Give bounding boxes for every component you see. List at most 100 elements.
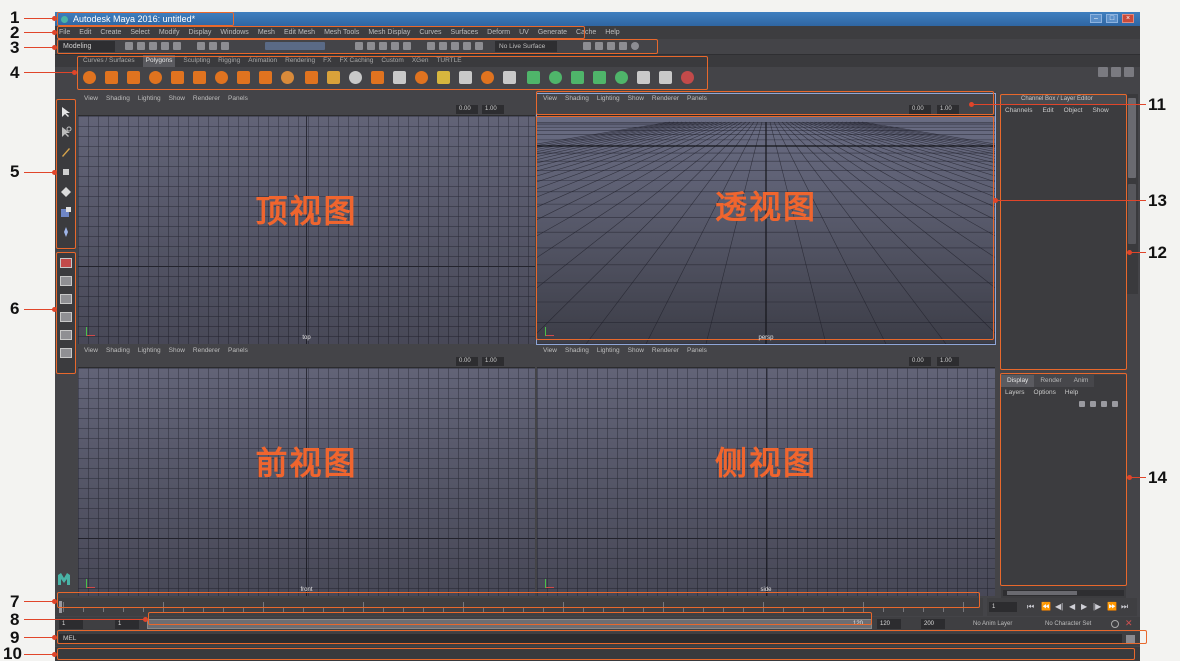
shelf-tool-icon[interactable]	[527, 71, 540, 84]
select-hierarchy-icon[interactable]	[197, 42, 205, 50]
workspace-panel-icon[interactable]	[1124, 67, 1134, 77]
top-viewport[interactable]: View Shading Lighting Show Renderer Pane…	[78, 94, 535, 344]
new-layer-selected-icon[interactable]	[1112, 401, 1118, 407]
shelf-tab-animation[interactable]: Animation	[248, 57, 278, 64]
shelf-tool-icon[interactable]	[637, 71, 650, 84]
viewport-canvas[interactable]: 透视图 persp	[537, 116, 995, 344]
panel-menu-shading[interactable]: Shading	[564, 95, 589, 102]
selection-mask-icon[interactable]	[265, 42, 325, 50]
select-component-icon[interactable]	[221, 42, 229, 50]
auto-key-icon[interactable]	[1111, 620, 1119, 628]
step-back-frame-button[interactable]: ◀|	[1055, 602, 1064, 611]
settings-gear-icon[interactable]	[631, 42, 639, 50]
playback-end-field[interactable]: 120	[877, 619, 901, 629]
shelf-tool-icon[interactable]	[305, 71, 318, 84]
persp-viewport[interactable]: View Shading Lighting Show Renderer Pane…	[536, 93, 996, 345]
panel-menu-view[interactable]: View	[543, 347, 557, 354]
layer-tab-display[interactable]: Display	[1001, 375, 1035, 387]
gamma-field[interactable]: 1.00	[482, 357, 504, 366]
live-surface-field[interactable]: No Live Surface	[495, 41, 557, 52]
menu-edit-mesh[interactable]: Edit Mesh	[283, 29, 316, 36]
shelf-tab-xgen[interactable]: XGen	[411, 57, 429, 64]
shelf-tool-icon[interactable]	[193, 71, 206, 84]
shelf-tool-icon[interactable]	[127, 71, 140, 84]
shelf-tool-icon[interactable]	[593, 71, 606, 84]
shelf-tab-sculpting[interactable]: Sculpting	[183, 57, 211, 64]
shelf-tab-fx[interactable]: FX	[323, 57, 332, 64]
step-forward-frame-button[interactable]: |▶	[1093, 602, 1102, 611]
render-view-icon[interactable]	[439, 42, 447, 50]
shelf-tab-rendering[interactable]: Rendering	[285, 57, 316, 64]
snap-curve-icon[interactable]	[367, 42, 375, 50]
current-frame-field[interactable]: 1	[989, 602, 1017, 612]
menu-deform[interactable]: Deform	[487, 29, 511, 36]
lasso-tool-icon[interactable]	[60, 126, 72, 138]
rotate-tool-icon[interactable]	[60, 186, 72, 198]
channel-box-toggle-icon[interactable]	[607, 42, 615, 50]
front-viewport[interactable]: View Shading Lighting Show Renderer Pane…	[78, 346, 535, 596]
panel-menu-show[interactable]: Show	[627, 95, 644, 102]
shelf-tool-icon[interactable]	[215, 71, 228, 84]
menu-surfaces[interactable]: Surfaces	[450, 29, 479, 36]
anim-prefs-icon[interactable]: ✕	[1125, 618, 1133, 628]
shelf-tool-icon[interactable]	[503, 71, 516, 84]
menu-uv[interactable]: UV	[519, 29, 529, 36]
layer-tab-anim[interactable]: Anim	[1067, 375, 1095, 387]
menu-mesh-tools[interactable]: Mesh Tools	[324, 29, 360, 36]
undo-icon[interactable]	[161, 42, 169, 50]
close-button[interactable]: ×	[1122, 14, 1134, 23]
four-pane-layout-icon[interactable]	[60, 276, 72, 286]
shelf-tool-icon[interactable]	[327, 71, 340, 84]
script-editor-icon[interactable]	[1126, 635, 1135, 643]
panel-menu-show[interactable]: Show	[168, 95, 185, 102]
panel-menu-lighting[interactable]: Lighting	[137, 347, 161, 354]
panel-menu-renderer[interactable]: Renderer	[192, 95, 220, 102]
shelf-tool-icon[interactable]	[615, 71, 628, 84]
play-forwards-button[interactable]: ▶	[1081, 602, 1088, 611]
panel-menu-panels[interactable]: Panels	[687, 95, 707, 102]
shelf-tool-icon[interactable]	[149, 71, 162, 84]
gamma-field[interactable]: 1.00	[482, 105, 504, 114]
menu-display[interactable]: Display	[188, 29, 212, 36]
time-slider[interactable]	[55, 598, 983, 616]
minimize-button[interactable]: –	[1090, 14, 1102, 23]
panel-menu-shading[interactable]: Shading	[105, 95, 130, 102]
play-backwards-button[interactable]: ◀	[1069, 602, 1076, 611]
shelf-tab-curves-surfaces[interactable]: Curves / Surfaces	[83, 57, 135, 64]
channel-menu-channels[interactable]: Channels	[1005, 107, 1033, 114]
menu-curves[interactable]: Curves	[419, 29, 442, 36]
menu-mesh[interactable]: Mesh	[257, 29, 275, 36]
panel-menu-shading[interactable]: Shading	[105, 347, 130, 354]
shelf-tool-icon[interactable]	[105, 71, 118, 84]
menu-cache[interactable]: Cache	[576, 29, 597, 36]
side-tab-channel-box[interactable]	[1128, 98, 1136, 178]
shelf-tool-icon[interactable]	[415, 71, 428, 84]
layer-menu-layers[interactable]: Layers	[1005, 389, 1025, 396]
menu-set-dropdown[interactable]: Modeling	[59, 41, 115, 52]
menu-select[interactable]: Select	[130, 29, 150, 36]
menu-create[interactable]: Create	[100, 29, 122, 36]
layer-menu-help[interactable]: Help	[1064, 389, 1079, 396]
panel-menu-lighting[interactable]: Lighting	[137, 95, 161, 102]
new-layer-icon[interactable]	[1101, 401, 1107, 407]
panel-menu-renderer[interactable]: Renderer	[651, 95, 679, 102]
panel-menu-panels[interactable]: Panels	[228, 95, 248, 102]
go-to-start-button[interactable]: ⏮	[1027, 602, 1035, 611]
panel-menu-lighting[interactable]: Lighting	[596, 95, 620, 102]
tool-settings-icon[interactable]	[595, 42, 603, 50]
shelf-tool-icon[interactable]	[371, 71, 384, 84]
character-set-dropdown[interactable]: No Character Set	[1045, 621, 1092, 627]
range-slider-bar[interactable]: 120	[147, 619, 872, 629]
playback-start-field[interactable]: 1	[115, 619, 139, 629]
gamma-field[interactable]: 1.00	[937, 105, 959, 114]
panel-menu-view[interactable]: View	[84, 347, 98, 354]
gamma-field[interactable]: 1.00	[937, 357, 959, 366]
panel-menu-shading[interactable]: Shading	[564, 347, 589, 354]
panel-menu-renderer[interactable]: Renderer	[192, 347, 220, 354]
panel-menu-panels[interactable]: Panels	[687, 347, 707, 354]
go-to-end-button[interactable]: ⏭	[1121, 602, 1129, 611]
panel-menu-lighting[interactable]: Lighting	[596, 347, 620, 354]
workspace-layout-icon[interactable]	[1098, 67, 1108, 77]
end-time-field[interactable]: 200	[921, 619, 945, 629]
menu-modify[interactable]: Modify	[158, 29, 180, 36]
